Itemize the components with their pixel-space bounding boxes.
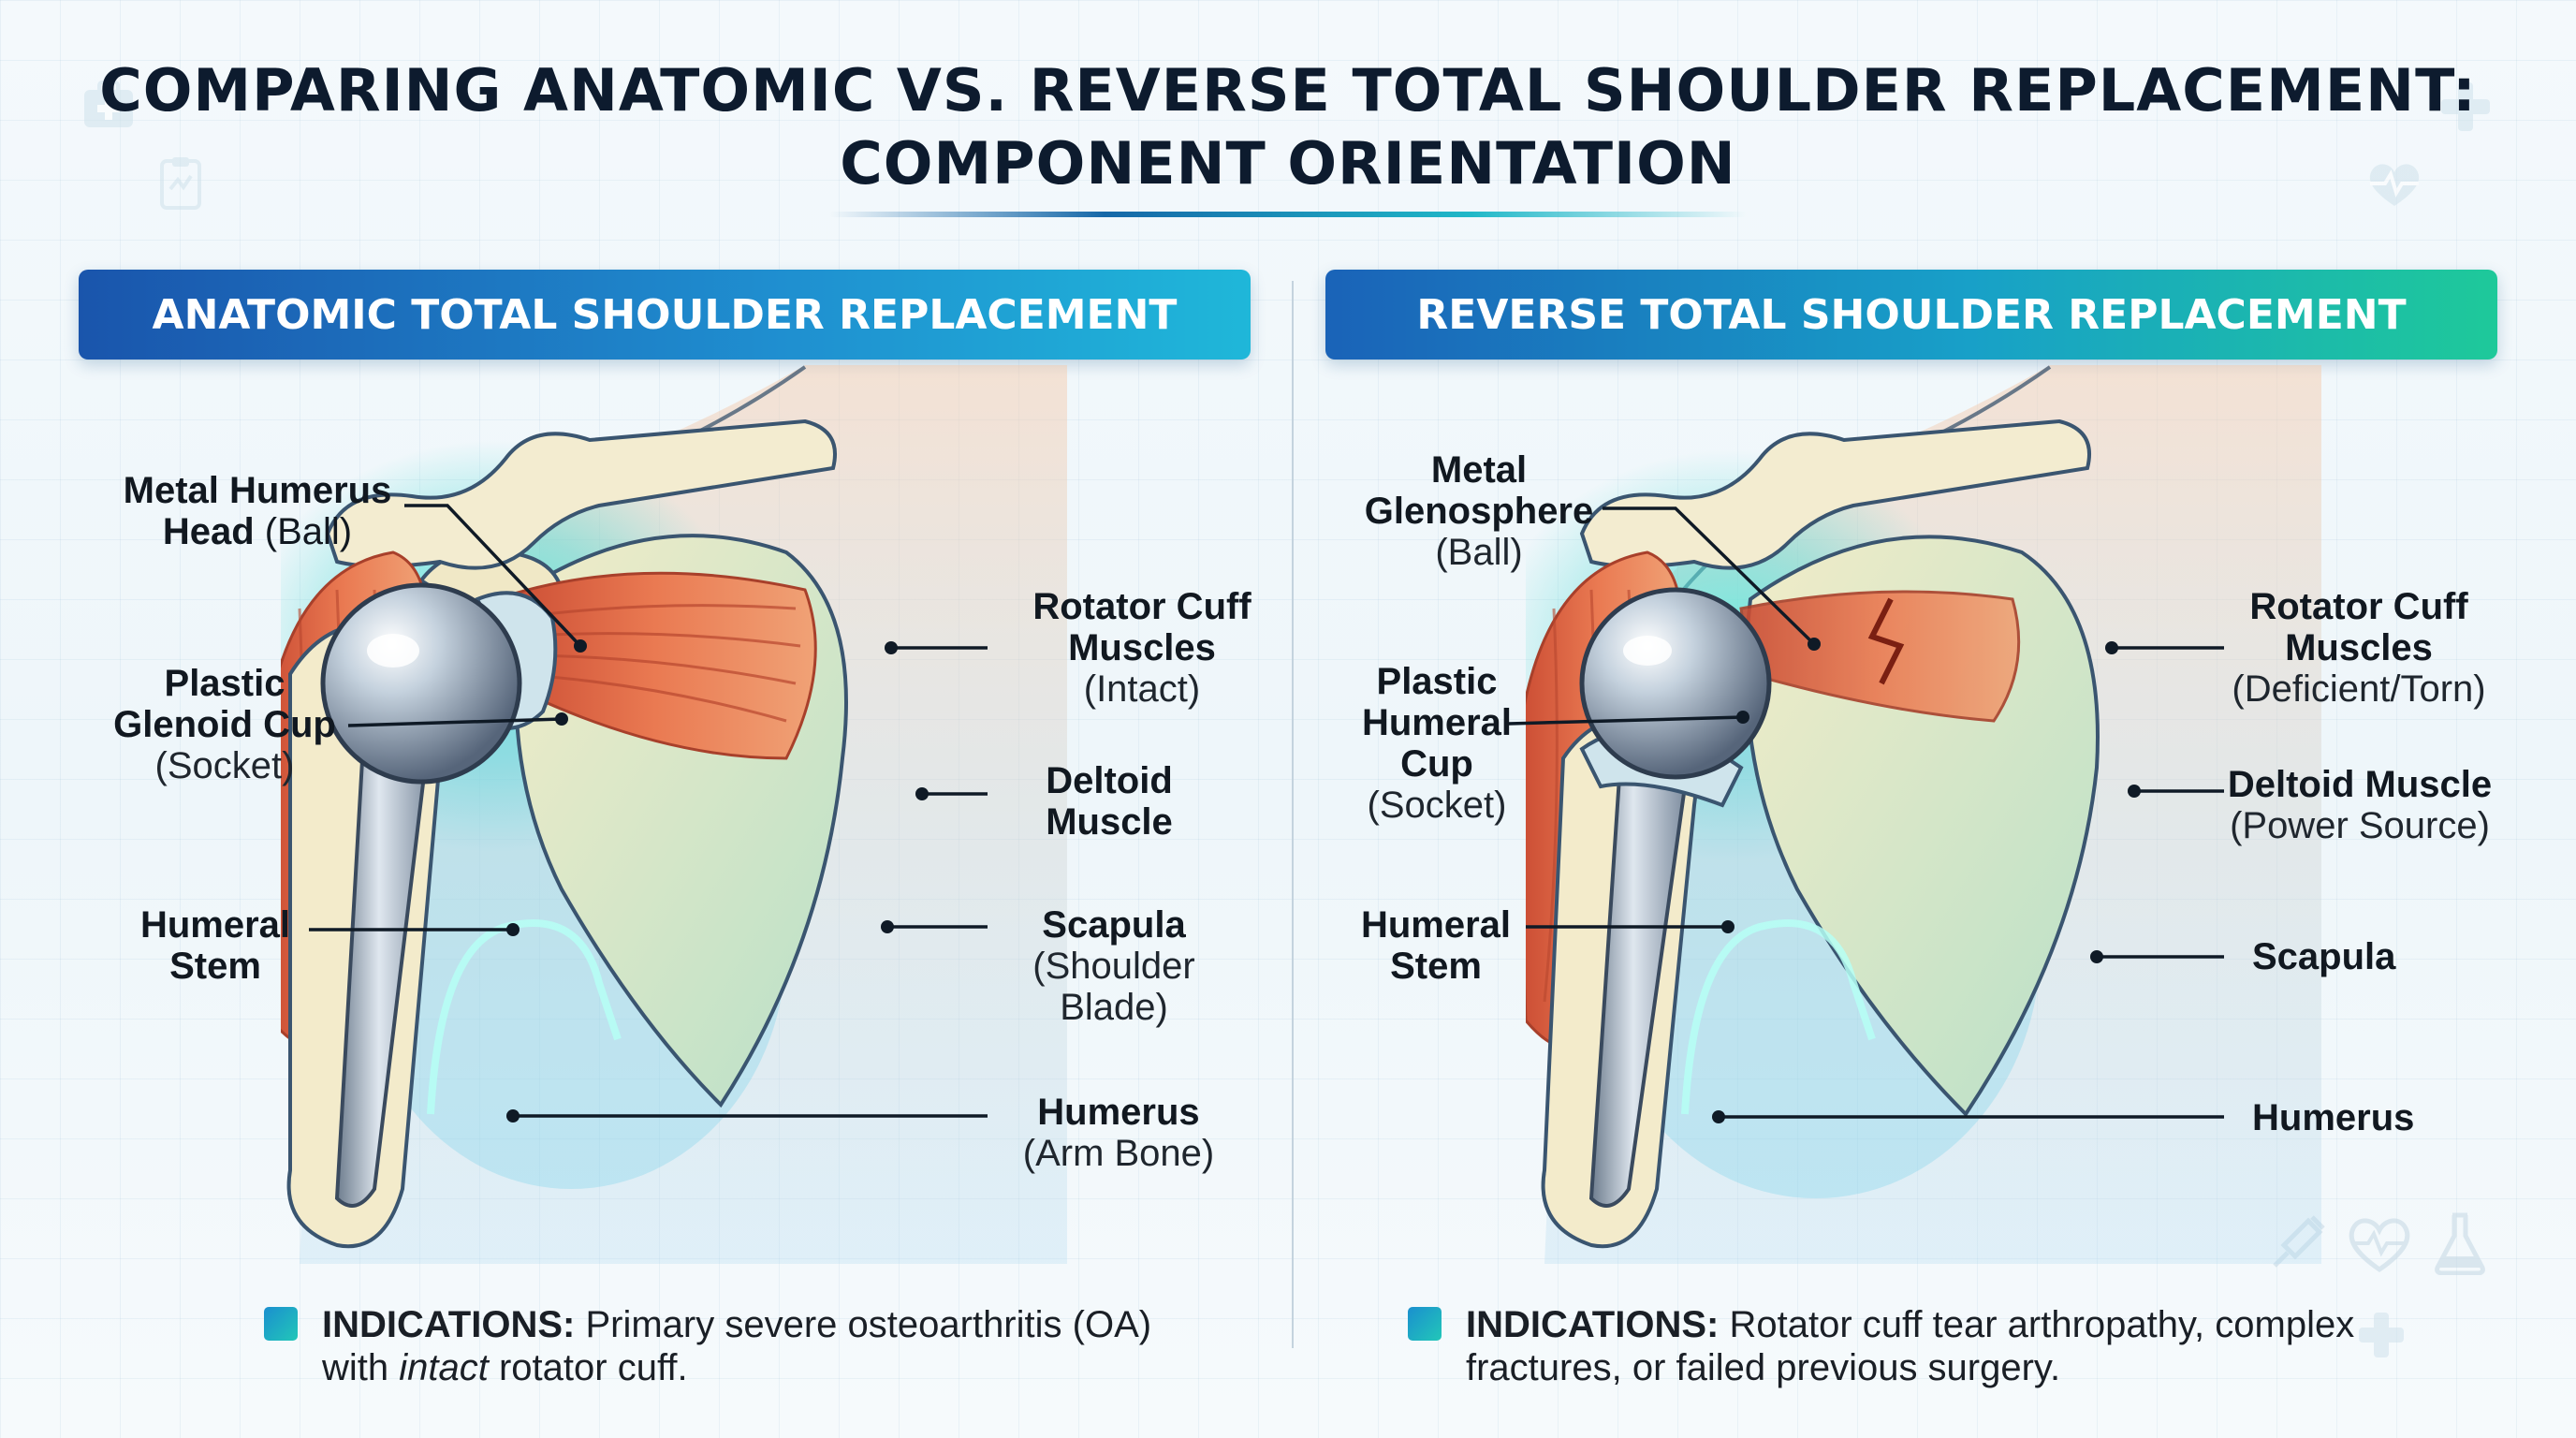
indications-right-text2: fractures, or failed previous surgery. [1466, 1347, 2061, 1388]
label-humeral-stem-right: Humeral Stem [1342, 904, 1530, 987]
label-glenosphere-line1: Metal [1430, 449, 1528, 491]
label-metal-humerus-head-line2: Head [162, 511, 255, 552]
label-glenosphere-sub: (Ball) [1435, 532, 1523, 573]
flask-icon [2435, 1212, 2485, 1275]
plus-icon [2359, 1313, 2404, 1357]
label-plastic-humeral-cup: Plastic Humeral Cup (Socket) [1348, 661, 1526, 826]
first-aid-kit-icon [84, 81, 133, 127]
label-deltoid-left-line1: Deltoid [1046, 760, 1173, 801]
label-humeral-cup-line1: Plastic [1376, 661, 1498, 702]
label-humeral-cup-line2: Humeral [1361, 702, 1513, 743]
title-underline [829, 212, 1747, 217]
label-rotator-cuff-right-sub: (Deficient/Torn) [2232, 668, 2486, 710]
clipboard-icon [160, 157, 201, 210]
label-humerus-left-line1: Humerus [1037, 1092, 1200, 1133]
label-plastic-glenoid-sub: (Socket) [154, 745, 295, 786]
indications-left-text2a: with [322, 1347, 400, 1388]
reverse-section-banner: REVERSE TOTAL SHOULDER REPLACEMENT [1325, 270, 2497, 360]
label-scapula-left-line1: Scapula [1042, 904, 1186, 946]
label-rotator-cuff-right-line1: Rotator Cuff [2249, 586, 2468, 627]
indications-left-text2-emphasis: intact [399, 1347, 489, 1388]
indications-left-text1: Primary severe osteoarthritis (OA) [575, 1304, 1152, 1345]
label-deltoid-right-line1: Deltoid Muscle [2227, 764, 2493, 805]
indication-marker-icon [1408, 1307, 1442, 1341]
label-metal-glenosphere: Metal Glenosphere (Ball) [1348, 449, 1610, 573]
label-humeral-stem-left: Humeral Stem [122, 904, 309, 987]
label-metal-humerus-head-ball: (Ball) [254, 511, 353, 552]
indications-left-label: INDICATIONS: [322, 1304, 576, 1345]
label-humerus-right: Humerus [2252, 1097, 2458, 1138]
label-rotator-cuff-right: Rotator Cuff Muscles (Deficient/Torn) [2218, 586, 2499, 710]
label-deltoid-right-sub: (Power Source) [2230, 805, 2490, 846]
label-plastic-glenoid-line2: Glenoid Cup [113, 704, 336, 745]
indications-left: INDICATIONS: Primary severe osteoarthrit… [264, 1303, 1164, 1389]
label-humeral-stem-right-line2: Stem [1390, 946, 1482, 987]
indications-right-text1: Rotator cuff tear arthropathy, complex [1719, 1304, 2355, 1345]
label-humerus-right-line1: Humerus [2252, 1097, 2415, 1138]
label-scapula-left-sub2: Blade) [1060, 987, 1168, 1028]
indications-left-text2b: rotator cuff. [488, 1347, 688, 1388]
label-scapula-left: Scapula (Shoulder Blade) [1011, 904, 1217, 1028]
label-humeral-stem-right-line1: Humeral [1360, 904, 1512, 946]
reverse-shoulder-illustration [1526, 365, 2321, 1264]
label-deltoid-right: Deltoid Muscle (Power Source) [2224, 764, 2496, 846]
label-rotator-cuff-left-line1: Rotator Cuff [1032, 586, 1251, 627]
heartbeat-icon [2349, 1218, 2410, 1273]
label-scapula-right: Scapula [2252, 936, 2458, 977]
heartbeat-icon [2369, 164, 2420, 206]
anatomic-section-banner: ANATOMIC TOTAL SHOULDER REPLACEMENT [79, 270, 1251, 360]
label-deltoid-left-line2: Muscle [1046, 801, 1173, 843]
label-plastic-glenoid-cup: Plastic Glenoid Cup (Socket) [103, 663, 346, 786]
indications-right: INDICATIONS: Rotator cuff tear arthropat… [1408, 1303, 2402, 1389]
label-humeral-cup-sub: (Socket) [1367, 785, 1507, 826]
label-metal-humerus-head: Metal Humerus Head (Ball) [103, 470, 412, 552]
label-humerus-left-sub: (Arm Bone) [1022, 1133, 1215, 1174]
label-scapula-right-line1: Scapula [2252, 936, 2396, 977]
section-divider [1292, 281, 1294, 1348]
anatomic-shoulder-illustration [281, 365, 1067, 1264]
label-humeral-cup-line3: Cup [1400, 743, 1473, 785]
label-rotator-cuff-left-line2: Muscles [1068, 627, 1216, 668]
label-rotator-cuff-right-line2: Muscles [2285, 627, 2433, 668]
label-humerus-left: Humerus (Arm Bone) [1002, 1092, 1236, 1174]
page-title-line-2: COMPONENT ORIENTATION [840, 129, 1736, 198]
label-humeral-stem-left-line2: Stem [169, 946, 261, 987]
label-metal-humerus-head-line1: Metal Humerus [123, 470, 392, 511]
indications-right-label: INDICATIONS: [1466, 1304, 1720, 1345]
label-humeral-stem-left-line1: Humeral [139, 904, 291, 946]
label-glenosphere-line2: Glenosphere [1364, 491, 1594, 532]
indication-marker-icon [264, 1307, 298, 1341]
label-deltoid-left: Deltoid Muscle [1002, 760, 1217, 843]
label-rotator-cuff-left-sub: (Intact) [1083, 668, 1201, 710]
plus-icon [2441, 82, 2490, 131]
label-rotator-cuff-left: Rotator Cuff Muscles (Intact) [992, 586, 1292, 710]
label-scapula-left-sub1: (Shoulder [1032, 946, 1195, 987]
label-plastic-glenoid-line1: Plastic [164, 663, 285, 704]
page-title-line-1: COMPARING ANATOMIC VS. REVERSE TOTAL SHO… [99, 56, 2477, 125]
